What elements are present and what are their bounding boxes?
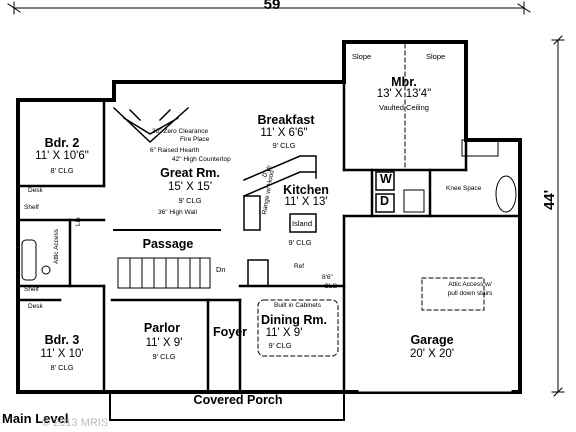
kitchen-name: Kitchen (283, 183, 329, 197)
garage-attic-hatch (421, 277, 485, 311)
bdr2-ceiling: 8' CLG (50, 166, 74, 175)
dryer-label: D (380, 194, 390, 208)
level-label: Main Level (2, 411, 69, 426)
interior-walls (16, 80, 522, 394)
mbr-ceiling: Vaulted Ceiling (379, 103, 429, 112)
desk-bottom-label: Desk (28, 303, 43, 310)
bdr3-ceiling: 8' CLG (50, 363, 74, 372)
kitchen-counters (243, 155, 317, 287)
bdr3-size: 11' X 10' (40, 348, 84, 360)
foyer-name: Foyer (212, 325, 248, 339)
kitchen-island-label: Island (292, 219, 313, 228)
breakfast-name: Breakfast (257, 113, 315, 127)
attic-access-label: Attic Access (53, 228, 60, 264)
stairs-down-label: Dn (216, 265, 226, 274)
passage-name: Passage (142, 237, 194, 251)
fireplace (112, 106, 190, 144)
stairs (117, 257, 211, 289)
breakfast-ceiling: 9' CLG (272, 141, 296, 150)
knee-space-label: Knee Space (446, 185, 482, 192)
dining-tray-ceiling (257, 299, 339, 357)
high-wall-note: 36" High Wall (158, 209, 197, 216)
great-room-size: 15' X 15' (167, 181, 213, 193)
fireplace-note-1: 36" Zero Clearance (152, 128, 209, 135)
desk-top-label: Desk (28, 187, 43, 194)
built-in-note: Built in Cabinets (274, 302, 321, 309)
parlor-ceiling: 9' CLG (152, 352, 176, 361)
shelf-bottom-label: Shelf (24, 286, 39, 293)
exterior-walls (16, 40, 522, 394)
dining-ceiling: 9' CLG (268, 341, 292, 350)
overall-depth-label: 44' (541, 189, 558, 210)
laundry-boxes (375, 171, 395, 213)
linen-label: Lin (75, 217, 82, 226)
dining-name: Dining Rm. (261, 313, 327, 327)
breakfast-size: 11' X 6'6" (260, 127, 308, 139)
mbr-slope-right: Slope (426, 52, 446, 61)
garage-name: Garage (410, 333, 454, 347)
mbr-size: 13' X 13'4" (376, 88, 432, 100)
bdr2-name: Bdr. 2 (44, 136, 80, 150)
dining-clg-note-1: 8'6" (322, 274, 333, 281)
bdr2-size: 11' X 10'6" (35, 150, 89, 162)
mbr-slope-left: Slope (352, 52, 372, 61)
bdr3-name: Bdr. 3 (44, 333, 80, 347)
parlor-size: 11' X 9' (145, 337, 183, 349)
hearth-note: 6" Raised Hearth (150, 147, 200, 154)
porch-name: Covered Porch (193, 393, 283, 407)
dining-size: 11' X 9' (265, 327, 303, 339)
shelf-top-label: Shelf (24, 204, 39, 211)
ref-label: Ref (294, 263, 305, 270)
dining-clg-note-2: CLG (324, 283, 338, 290)
countertop-note: 42" High Countertop (172, 156, 231, 163)
porch (109, 391, 345, 421)
overall-width-label: 59 (263, 0, 281, 13)
kitchen-ceiling: 9' CLG (288, 238, 312, 247)
garage-size: 20' X 20' (409, 348, 455, 360)
garage-attic-note-2: pull down stairs (447, 290, 493, 297)
great-room-name: Great Rm. (160, 166, 220, 180)
watermark: © 2013 MRIS (42, 417, 109, 429)
parlor-name: Parlor (143, 321, 181, 335)
bathtub (21, 239, 51, 281)
great-room-ceiling: 9' CLG (178, 196, 202, 205)
garage-attic-note-1: Attic Access w/ (448, 281, 492, 288)
kitchen-size: 11' X 13' (284, 196, 328, 208)
washer-label: W (380, 172, 392, 186)
mbr-name: Mbr. (391, 75, 417, 89)
master-bath-fixtures (403, 139, 517, 213)
depth-dimension-line (551, 35, 565, 397)
fireplace-note-2: Fire Place (180, 136, 210, 143)
width-dimension-line (7, 1, 531, 15)
